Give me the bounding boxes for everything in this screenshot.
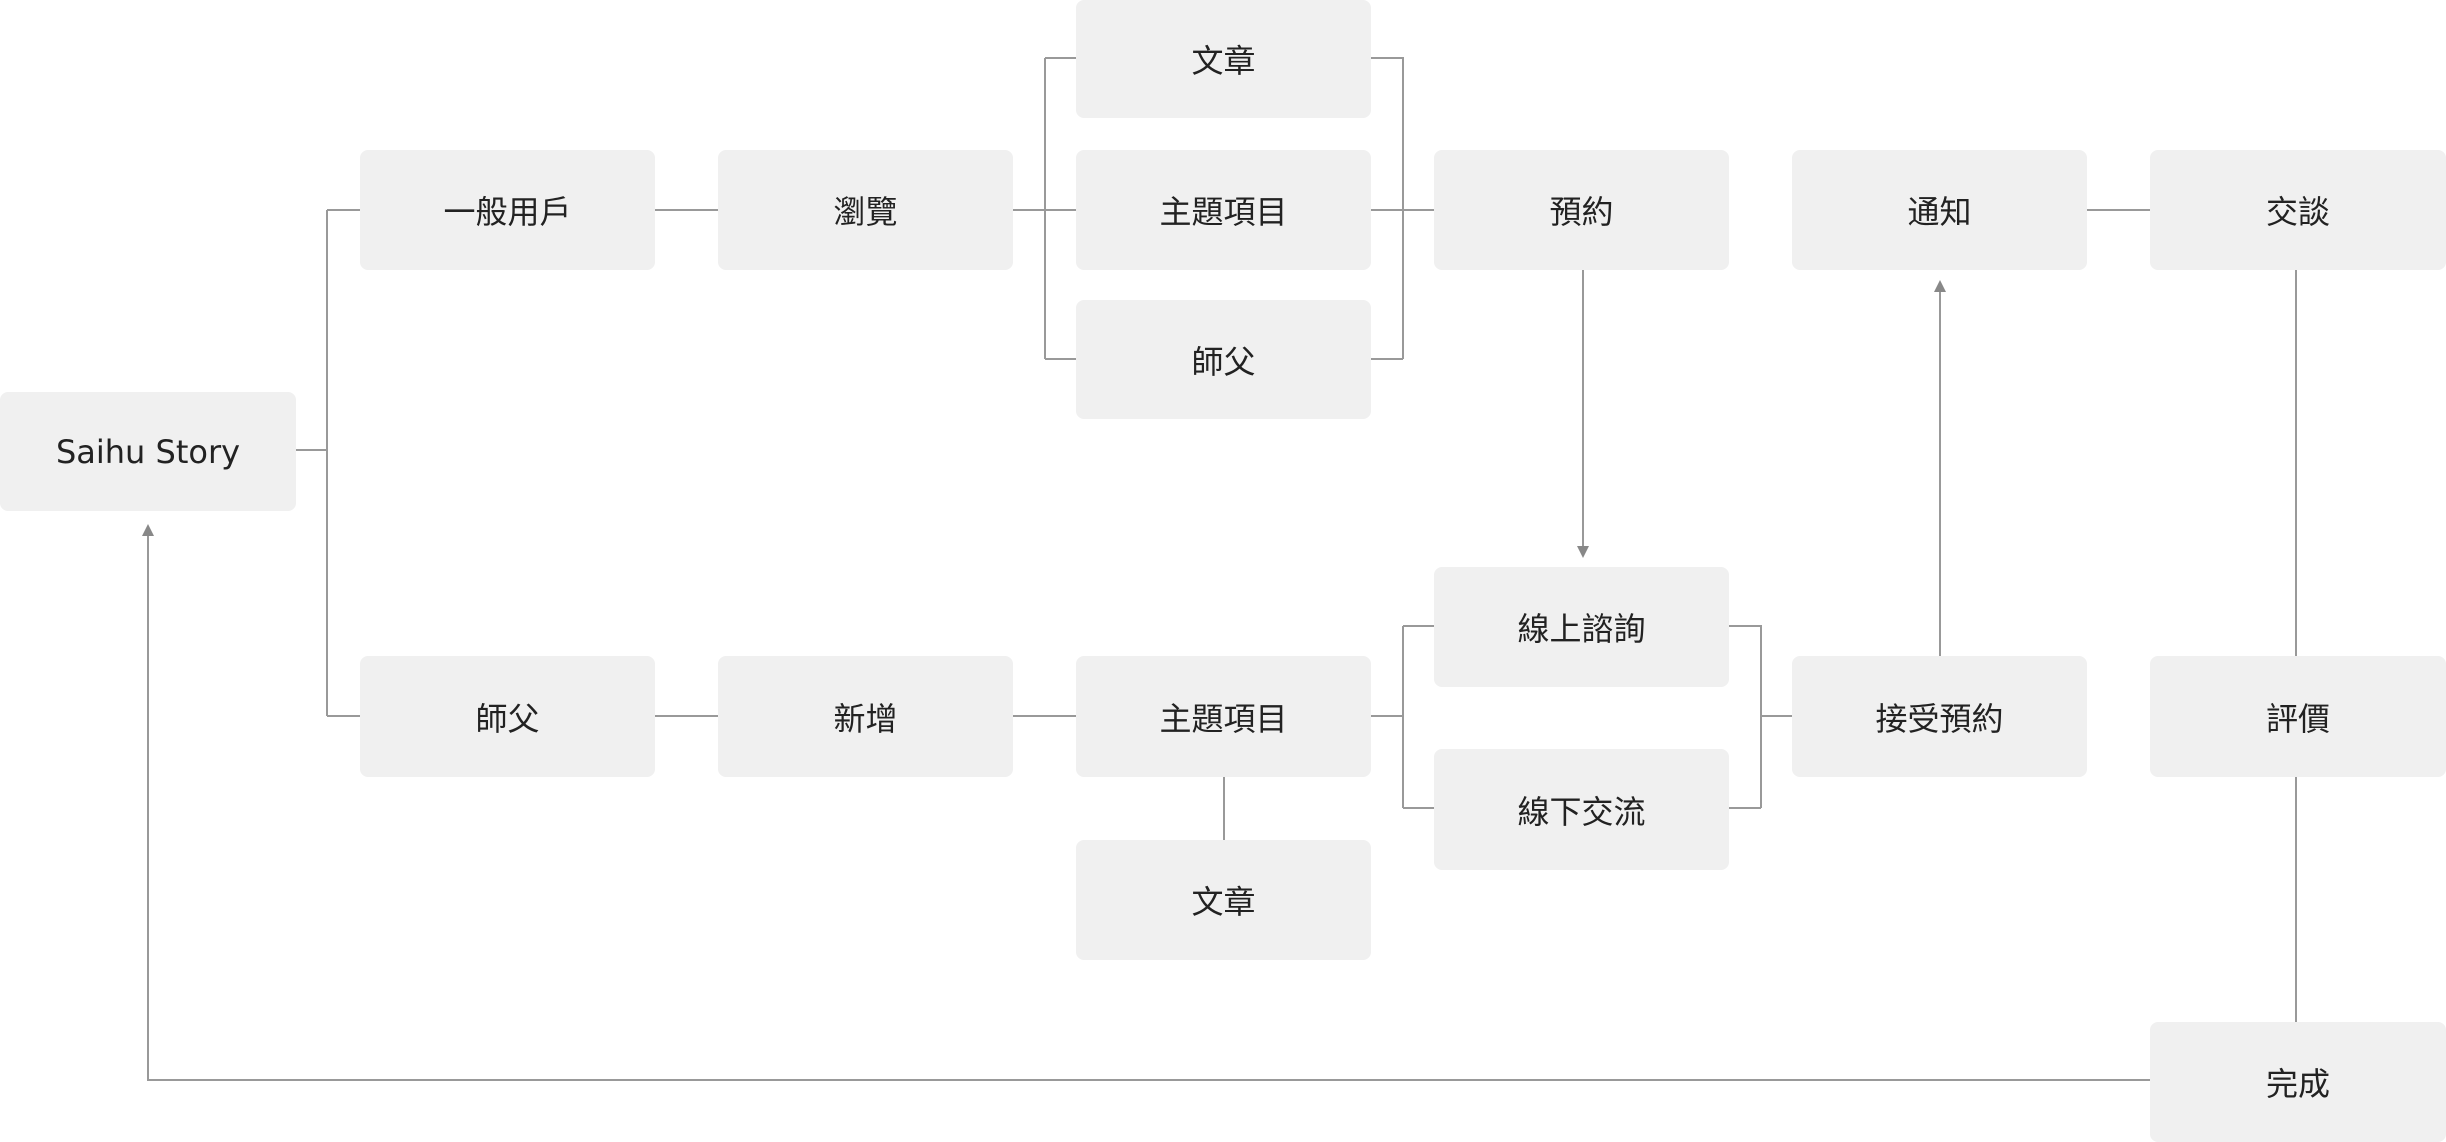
node-label: 交談 — [2265, 193, 2330, 231]
node-label: 線上諮詢 — [1517, 610, 1646, 648]
node-label: 師父 — [475, 699, 540, 738]
node-label: 瀏覽 — [833, 193, 898, 231]
node-review: 評價 — [2150, 656, 2446, 777]
edge-topic-options — [1371, 625, 1434, 809]
node-label: 主題項目 — [1159, 193, 1288, 231]
node-done: 完成 — [2150, 1022, 2446, 1142]
node-browse: 瀏覽 — [718, 150, 1013, 270]
node-label: 完成 — [2265, 1065, 2330, 1103]
edge-root-branch — [296, 209, 360, 717]
node-notify: 通知 — [1792, 150, 2087, 270]
node-offline-exchange: 線下交流 — [1434, 749, 1729, 870]
edge-topics-reserve — [1371, 57, 1434, 360]
node-label: 文章 — [1191, 42, 1256, 80]
edge-options-accept — [1729, 625, 1792, 809]
edge-browse-topics — [1013, 57, 1076, 360]
node-label: 師父 — [1191, 342, 1256, 381]
node-label: 預約 — [1549, 193, 1614, 231]
node-master-top: 師父 — [1076, 300, 1371, 419]
node-article-top: 文章 — [1076, 0, 1371, 118]
node-label: 通知 — [1907, 193, 1972, 231]
node-label: Saihu Story — [55, 432, 241, 471]
node-chat: 交談 — [2150, 150, 2446, 270]
node-topic-top: 主題項目 — [1076, 150, 1371, 270]
node-label: 線下交流 — [1517, 792, 1646, 831]
edge-done-root — [142, 524, 2150, 1081]
node-label: 主題項目 — [1159, 699, 1288, 738]
node-accept-reservation: 接受預約 — [1792, 656, 2087, 777]
node-master-bottom: 師父 — [360, 656, 655, 777]
node-reserve: 預約 — [1434, 150, 1729, 270]
node-add: 新增 — [718, 656, 1013, 777]
node-label: 一般用戶 — [443, 193, 572, 231]
node-label: 評價 — [2265, 699, 2330, 738]
node-article-bottom: 文章 — [1076, 840, 1371, 960]
node-general-user: 一般用戶 — [360, 150, 655, 270]
node-label: 新增 — [833, 699, 898, 738]
node-label: 文章 — [1191, 883, 1256, 921]
node-saihu-story: Saihu Story — [0, 392, 296, 511]
node-topic-bottom: 主題項目 — [1076, 656, 1371, 777]
node-online-consult: 線上諮詢 — [1434, 567, 1729, 687]
node-label: 接受預約 — [1875, 699, 2004, 738]
